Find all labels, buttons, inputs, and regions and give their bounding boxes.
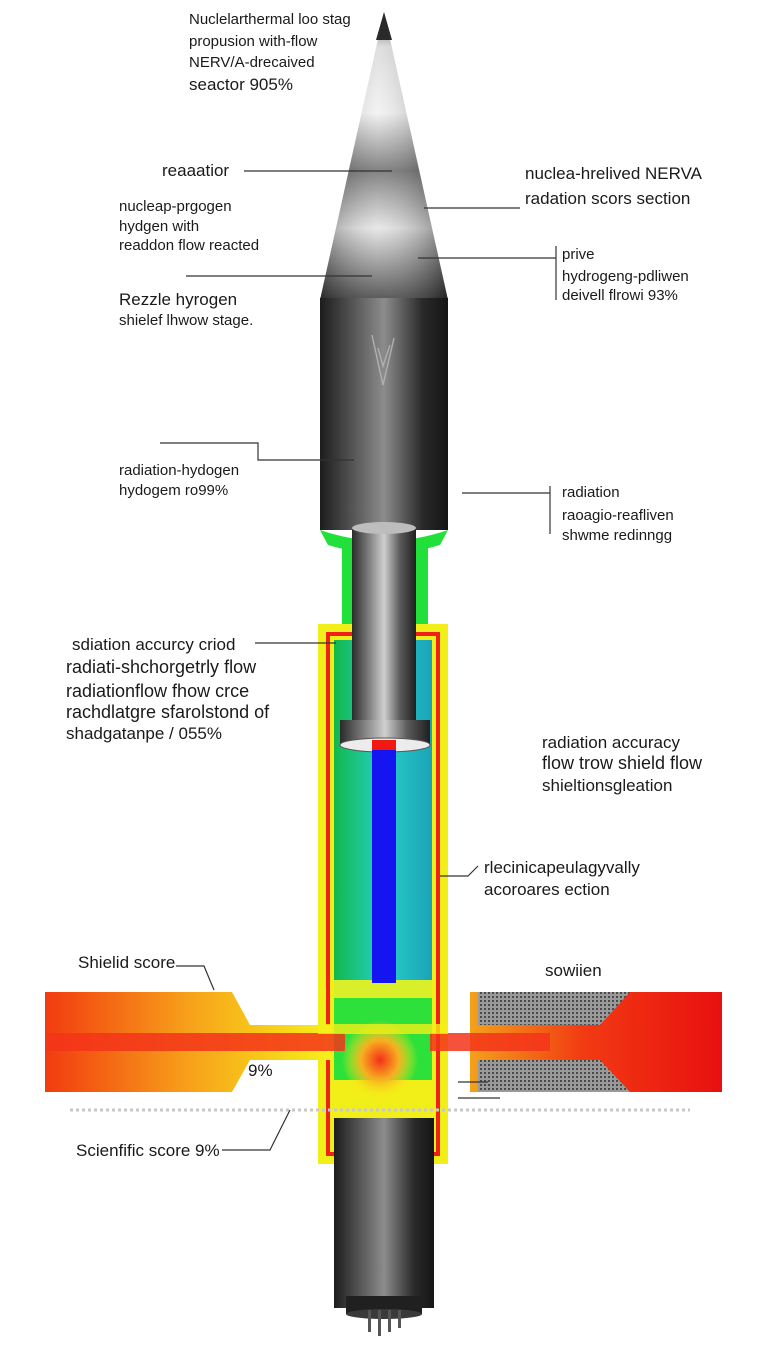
label-accuracy-flow-2: flow trow shield flow: [542, 753, 703, 773]
label-prive-1: prive: [562, 246, 595, 263]
label-radiation-right-3: shwme redinngg: [562, 527, 673, 544]
label-sowiien: sowiien: [545, 961, 602, 980]
label-rezzle-1: Rezzle hyrogen: [119, 290, 238, 309]
label-accuracy-flow-1: radiation accuracy: [542, 733, 680, 752]
hot-spot: [342, 1020, 418, 1100]
label-percent: 9%: [248, 1061, 273, 1080]
title-line-1: Nuclelarthermal loo stag: [189, 11, 351, 28]
exhaust-pins: [368, 1310, 401, 1336]
label-nuclear-1: nucleap-prgogen: [119, 198, 232, 215]
label-radiation-hydrogen-1: radiation-hydogen: [119, 462, 240, 479]
label-radiation-right-2: raoagio-reafliven: [562, 507, 674, 524]
label-prive-2: hydrogeng-pdliwen: [562, 268, 689, 285]
title-line-2: propusion with-flow: [189, 33, 318, 50]
label-mechanical-1: rlecinicapeulagyvally: [484, 858, 640, 877]
engraving-mark: [371, 334, 395, 386]
label-nuclear-2: hydgen with: [119, 218, 200, 235]
title-line-3: NERV/A-drecaived: [189, 54, 315, 71]
label-radiation-hydrogen-2: hydogem ro99%: [119, 482, 229, 499]
blue-fuel-rod: [372, 740, 396, 983]
central-shaft: [339, 522, 431, 753]
label-scientific-score: Scienfific score 9%: [76, 1141, 220, 1160]
label-accuracy-5: shadgatanpe / 055%: [66, 724, 222, 743]
engine-nozzle: [334, 1118, 434, 1319]
label-prive-3: deivell flrowi 93%: [562, 287, 678, 304]
label-shield-score: Shielid score: [78, 953, 176, 972]
label-accuracy-3: radiationflow fhow crce: [66, 681, 250, 701]
label-accuracy-4: rachdlatgre sfarolstond of: [66, 702, 270, 722]
left-exhaust-plume: [45, 992, 345, 1092]
label-mechanical-2: acoroares ection: [484, 880, 610, 899]
right-exhaust-plume: [430, 992, 722, 1092]
label-nerva-2: radation scors section: [525, 189, 691, 208]
label-accuracy-2: radiati-shchorgetrly flow: [66, 657, 257, 677]
label-rezzle-2: shielef lhwow stage.: [119, 312, 254, 329]
label-accuracy-flow-3: shieltionsgleation: [542, 776, 673, 795]
nose-cone: [320, 12, 448, 300]
upper-body: [320, 298, 448, 554]
label-nuclear-3: readdon flow reacted: [119, 237, 260, 254]
label-accuracy-1: sdiation accurcy criod: [72, 635, 236, 654]
label-reaaatior: reaaatior: [162, 161, 230, 180]
leader-lines: [160, 170, 557, 1151]
label-radiation-right-1: radiation: [562, 484, 620, 501]
title-line-4: seactor 905%: [189, 75, 293, 94]
label-nerva-1: nuclea-hrelived NERVA: [525, 164, 703, 183]
